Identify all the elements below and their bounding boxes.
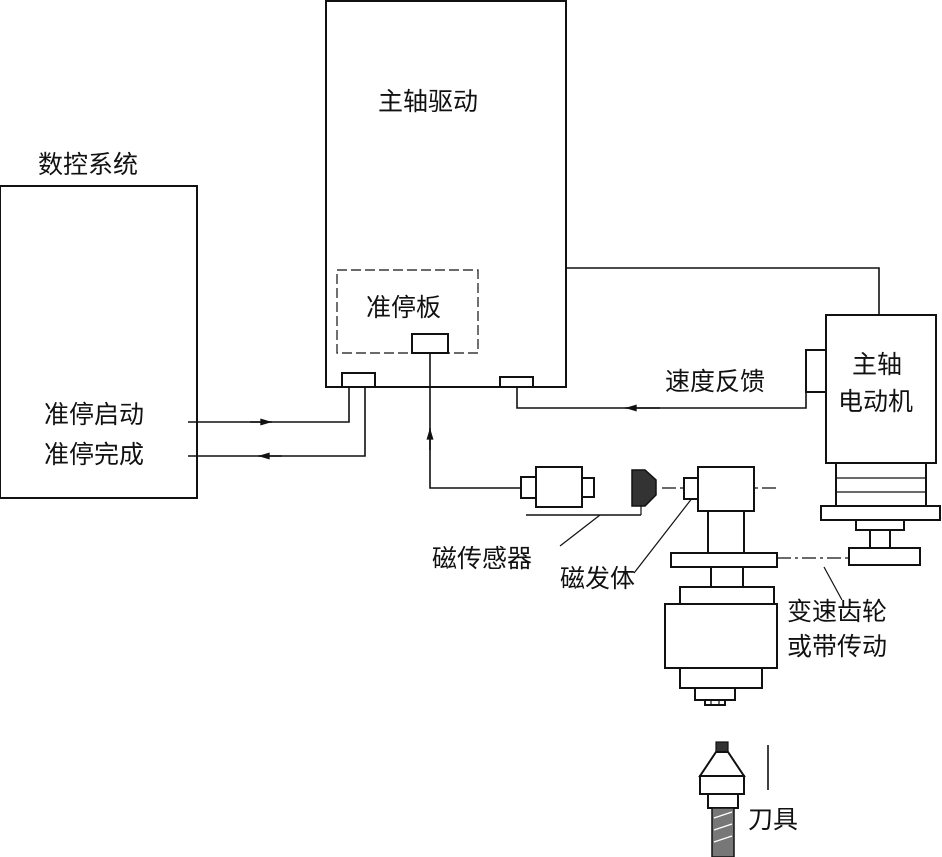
drive-motor-line <box>566 267 880 314</box>
sensor-signal-line <box>429 353 523 489</box>
magnetic-sensor-body <box>535 466 583 508</box>
transmission-leader <box>823 566 843 601</box>
magnetic-emitter-leader <box>633 496 694 574</box>
spindle-housing <box>664 603 778 669</box>
magnetic-sensor: 磁传感器 磁发体 <box>432 466 694 593</box>
speed-feedback-line <box>516 387 807 409</box>
orient-done-line <box>188 387 366 457</box>
spindle-top <box>697 466 755 512</box>
tool-shank <box>711 807 735 857</box>
spindle-drive-block: 主轴驱动 准停板 <box>325 0 567 388</box>
motor-base <box>820 505 941 521</box>
motor-pulley <box>848 547 921 566</box>
motor-shaft <box>869 529 891 549</box>
spindle-assembly: 变速齿轮 或带传动 <box>662 466 887 706</box>
transmission-label-2: 或带传动 <box>787 632 887 661</box>
spindle-motor-label-2: 电动机 <box>838 387 913 416</box>
magnetic-sensor-label: 磁传感器 <box>432 544 532 573</box>
orient-board-connector <box>411 333 449 354</box>
speed-feedback: 速度反馈 <box>516 367 807 412</box>
motor-encoder <box>805 349 827 393</box>
magnetic-emitter-label: 磁发体 <box>560 564 635 593</box>
magnetic-emitter <box>631 469 657 507</box>
spindle-motor-label-1: 主轴 <box>852 350 902 379</box>
signal-lines <box>188 387 366 460</box>
sensor-signal <box>426 353 523 489</box>
nc-system-label: 数控系统 <box>38 150 138 179</box>
tool: 刀具 <box>698 741 798 857</box>
motor-flange <box>835 462 927 507</box>
left-terminal <box>341 372 376 388</box>
spindle-pulley <box>670 552 778 568</box>
orient-done-label: 准停完成 <box>44 440 144 469</box>
magnetic-sensor-leader <box>559 514 601 547</box>
transmission-label-1: 变速齿轮 <box>787 597 887 626</box>
nc-system-block: 数控系统 准停启动 准停完成 <box>0 150 198 499</box>
orient-start-label: 准停启动 <box>44 400 144 429</box>
speed-feedback-label: 速度反馈 <box>665 367 765 396</box>
right-terminal <box>499 376 534 388</box>
tool-label: 刀具 <box>748 805 798 834</box>
orient-board-box <box>336 269 479 354</box>
spindle-drive-label: 主轴驱动 <box>378 87 478 116</box>
spindle-motor: 主轴 电动机 <box>805 314 941 566</box>
orient-board-label: 准停板 <box>366 293 441 322</box>
orient-start-line <box>188 387 350 423</box>
